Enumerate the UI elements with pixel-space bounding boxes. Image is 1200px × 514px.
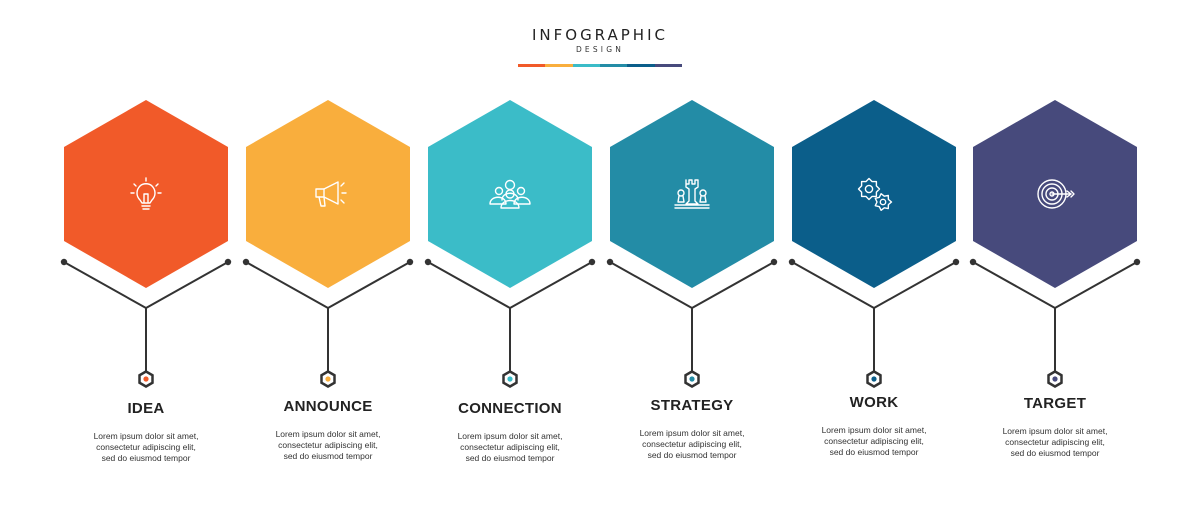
connector-left — [245, 261, 329, 309]
step-description-line: sed do eiusmod tempor — [101, 453, 191, 463]
connector-left — [427, 261, 511, 309]
step-description-line: sed do eiusmod tempor — [283, 451, 373, 461]
step-description: Lorem ipsum dolor sit amet,consectetur a… — [55, 431, 237, 464]
connector-dot — [60, 258, 68, 266]
gears-icon — [857, 177, 893, 211]
lightbulb-icon — [130, 177, 162, 210]
step-title: CONNECTION — [458, 400, 562, 417]
group-icon — [489, 179, 531, 209]
step-announce — [242, 100, 414, 388]
header-bar-segment — [599, 64, 628, 67]
step-target — [969, 100, 1141, 388]
step-description-line: consectetur adipiscing elit, — [1005, 437, 1105, 447]
step-description-line: consectetur adipiscing elit, — [824, 436, 924, 446]
step-work — [788, 100, 960, 388]
connector-right — [145, 261, 229, 309]
step-description-line: sed do eiusmod tempor — [647, 450, 737, 460]
step-node-dot — [689, 376, 695, 382]
step-title: IDEA — [127, 400, 165, 417]
step-idea — [60, 100, 232, 388]
connector-dot — [224, 258, 232, 266]
step-description-line: Lorem ipsum dolor sit amet, — [639, 428, 745, 438]
step-node-dot — [871, 376, 877, 382]
header-bar-segment — [627, 64, 655, 67]
step-description-line: Lorem ipsum dolor sit amet, — [93, 431, 199, 441]
header: INFOGRAPHIC DESIGN — [0, 26, 1200, 55]
step-description-line: consectetur adipiscing elit, — [96, 442, 196, 452]
connector-right — [1054, 261, 1138, 309]
chess-icon — [674, 179, 710, 209]
connector-left — [609, 261, 693, 309]
connector-dot — [1133, 258, 1141, 266]
step-hexagon — [428, 100, 592, 288]
connector-dot — [606, 258, 614, 266]
connector-left — [63, 261, 147, 309]
step-description: Lorem ipsum dolor sit amet,consectetur a… — [601, 428, 783, 461]
step-title: WORK — [849, 394, 899, 411]
step-title: STRATEGY — [650, 397, 734, 414]
step-hexagon — [610, 100, 774, 288]
step-node-dot — [507, 376, 513, 382]
connector-dot — [588, 258, 596, 266]
connector-dot — [242, 258, 250, 266]
step-description-line: consectetur adipiscing elit, — [642, 439, 742, 449]
connector-dot — [770, 258, 778, 266]
step-description-line: sed do eiusmod tempor — [1010, 448, 1100, 458]
step-description: Lorem ipsum dolor sit amet,consectetur a… — [237, 429, 419, 462]
connector-dot — [424, 258, 432, 266]
header-bar-segment — [518, 64, 546, 67]
header-bar-segment — [654, 64, 682, 67]
page-subtitle: DESIGN — [575, 45, 625, 54]
step-node-dot — [1052, 376, 1058, 382]
step-connection — [424, 100, 596, 388]
connector-lines — [63, 261, 229, 371]
connector-lines — [791, 261, 957, 371]
connector-right — [327, 261, 411, 309]
step-title: ANNOUNCE — [283, 398, 373, 415]
header-bar-segment — [545, 64, 573, 67]
header-color-bar — [518, 64, 682, 67]
connector-lines — [427, 261, 593, 371]
connector-right — [691, 261, 775, 309]
step-description-line: Lorem ipsum dolor sit amet, — [457, 431, 563, 441]
step-description-line: Lorem ipsum dolor sit amet, — [1002, 426, 1108, 436]
step-hexagon — [792, 100, 956, 288]
step-node-dot — [325, 376, 331, 382]
step-description-line: sed do eiusmod tempor — [829, 447, 919, 457]
step-hexagon — [246, 100, 410, 288]
connector-lines — [609, 261, 775, 371]
page-title: INFOGRAPHIC — [531, 26, 668, 44]
connector-dot — [969, 258, 977, 266]
connector-right — [509, 261, 593, 309]
header-bar-segment — [572, 64, 600, 67]
connector-lines — [245, 261, 411, 371]
step-description-line: Lorem ipsum dolor sit amet, — [821, 425, 927, 435]
connector-dot — [406, 258, 414, 266]
step-description: Lorem ipsum dolor sit amet,consectetur a… — [419, 431, 601, 464]
connector-left — [791, 261, 875, 309]
step-node-dot — [143, 376, 149, 382]
megaphone-icon — [315, 181, 347, 207]
connector-dot — [952, 258, 960, 266]
connector-right — [873, 261, 957, 309]
step-title: TARGET — [1023, 395, 1087, 412]
step-description: Lorem ipsum dolor sit amet,consectetur a… — [783, 425, 965, 458]
step-description-line: sed do eiusmod tempor — [465, 453, 555, 463]
step-description-line: Lorem ipsum dolor sit amet, — [275, 429, 381, 439]
step-strategy — [606, 100, 778, 388]
step-description-line: consectetur adipiscing elit, — [460, 442, 560, 452]
connector-dot — [788, 258, 796, 266]
connector-lines — [972, 261, 1138, 371]
step-description-line: consectetur adipiscing elit, — [278, 440, 378, 450]
target-icon — [1037, 179, 1075, 209]
connector-left — [972, 261, 1056, 309]
step-description: Lorem ipsum dolor sit amet,consectetur a… — [964, 426, 1146, 459]
